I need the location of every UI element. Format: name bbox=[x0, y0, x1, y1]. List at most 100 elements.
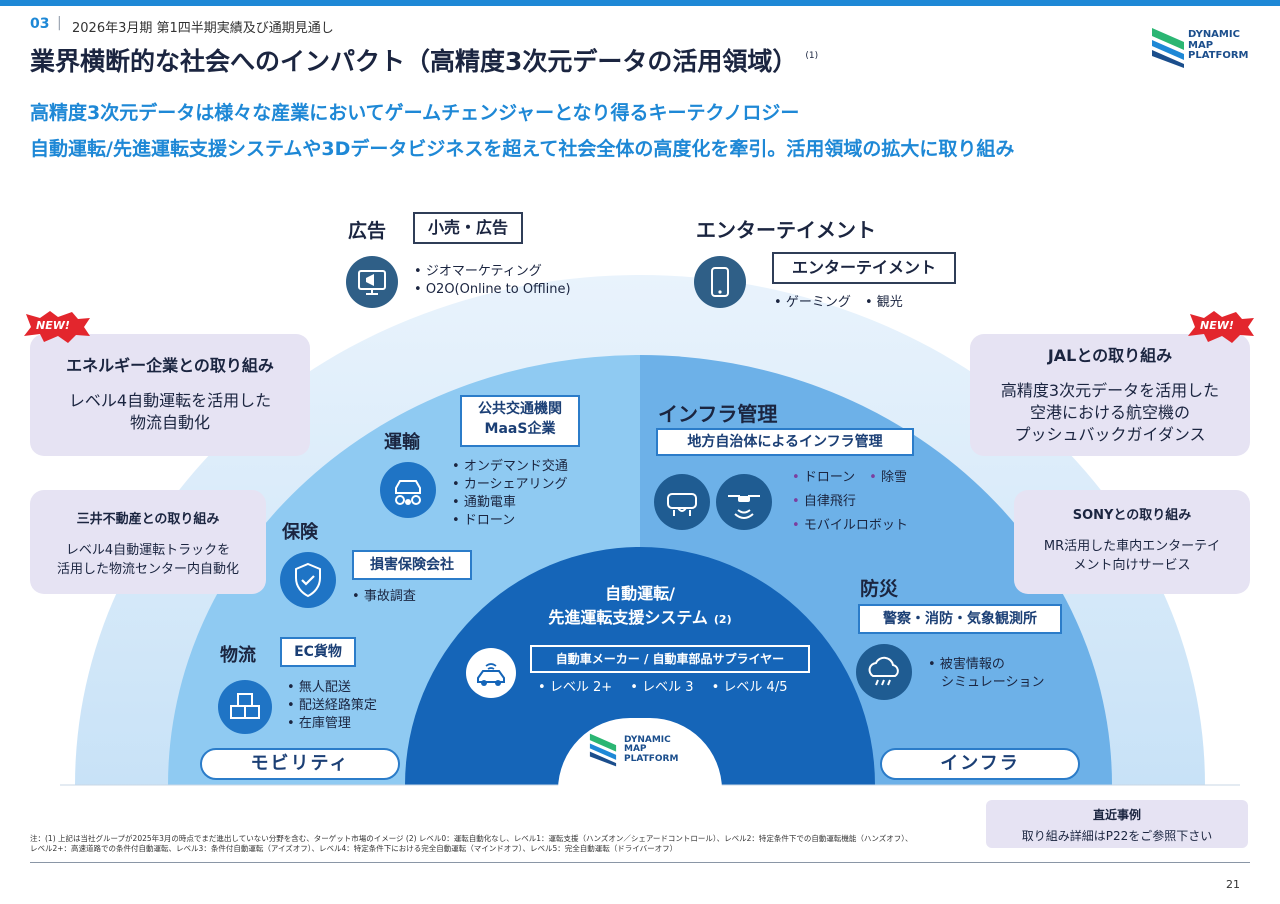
list-item: • ドローン bbox=[792, 470, 856, 485]
core-title-line-2: 先進運転支援システム(2) bbox=[548, 608, 732, 627]
company-logo: DYNAMIC MAP PLATFORM bbox=[1150, 26, 1270, 72]
new-badge-left: NEW! bbox=[22, 310, 92, 344]
recent-text: 取り組み詳細はP22をご参照下さい bbox=[1021, 829, 1213, 843]
impact-diagram bbox=[60, 275, 1240, 786]
logo-line-1: DYNAMIC bbox=[1188, 29, 1240, 40]
list-item: • カーシェアリング bbox=[452, 477, 568, 492]
list-item: • 自律飛行 bbox=[792, 494, 856, 509]
storm-cloud-icon bbox=[856, 644, 912, 700]
energy-card-line-2: 物流自動化 bbox=[129, 413, 210, 432]
disaster-heading: 防災 bbox=[860, 578, 899, 600]
car-sharing-icon bbox=[380, 462, 436, 518]
transport-heading: 運輸 bbox=[384, 432, 420, 453]
energy-card-line-1: レベル4自動運転を活用した bbox=[68, 391, 272, 410]
logistics-tag: EC貨物 bbox=[280, 637, 356, 667]
section-number: 03 bbox=[30, 16, 50, 32]
vr-headset-icon bbox=[654, 474, 710, 530]
core-title: 自動運転/ 先進運転支援システム(2) bbox=[470, 582, 810, 632]
core-logo-line-2: MAP bbox=[624, 744, 647, 755]
list-item: • 在庫管理 bbox=[287, 716, 351, 731]
ent-list: • ゲーミング • 観光 bbox=[774, 294, 903, 312]
list-item: • 無人配送 bbox=[287, 680, 351, 695]
smartphone-icon bbox=[694, 256, 746, 308]
list-item: • ドローン bbox=[452, 513, 516, 528]
page-title-text: 業界横断的な社会へのインパクト（高精度3次元データの活用領域） bbox=[30, 47, 798, 76]
lead-line-2: 自動運転/先進運転支援システムや3Dデータビジネスを超えて社会全体の高度化を牽引… bbox=[30, 138, 1015, 160]
transport-tag: 公共交通機関 MaaS企業 bbox=[460, 395, 580, 447]
core-logo-line-1: DYNAMIC bbox=[624, 735, 671, 745]
list-item: • モバイルロボット bbox=[792, 518, 908, 533]
disaster-list: • 被害情報の シミュレーション bbox=[928, 656, 1044, 692]
core-title-line-1: 自動運転/ bbox=[605, 584, 675, 603]
mitsui-card-line-2: 活用した物流センター内自動化 bbox=[56, 562, 239, 577]
energy-card: エネルギー企業との取り組み レベル4自動運転を活用した 物流自動化 bbox=[30, 334, 310, 456]
list-item: • 観光 bbox=[864, 295, 903, 310]
logo-line-2: MAP bbox=[1188, 39, 1214, 51]
core-logo-line-3: PLATFORM bbox=[624, 753, 679, 764]
list-item: • 通勤電車 bbox=[452, 495, 516, 510]
sony-card: SONYとの取り組み MR活用した車内エンターテイ メント向けサービス bbox=[1014, 490, 1250, 594]
footnote-line-1: 注：(1) 上記は当社グループが2025年3月の時点でまだ進出していない分野を含… bbox=[30, 834, 913, 843]
energy-card-title: エネルギー企業との取り組み bbox=[66, 356, 274, 375]
list-item: シミュレーション bbox=[941, 675, 1045, 690]
jal-card-line-3: プッシュバックガイダンス bbox=[1014, 425, 1206, 444]
transport-list: • オンデマンド交通 • カーシェアリング • 通勤電車 • ドローン bbox=[452, 458, 568, 530]
disaster-tag: 警察・消防・気象観測所 bbox=[858, 604, 1062, 634]
infra-mgmt-list: • ドローン • 除雪 • 自律飛行 • モバイルロボット bbox=[792, 466, 908, 538]
top-accent-bar bbox=[0, 0, 1280, 6]
list-item: • O2O(Online to Offline) bbox=[414, 282, 571, 297]
sony-card-line-1: MR活用した車内エンターテイ bbox=[1043, 539, 1221, 554]
list-item: • 除雪 bbox=[869, 470, 907, 485]
recent-title: 直近事例 bbox=[1092, 808, 1141, 822]
new-badge-right: NEW! bbox=[1186, 310, 1256, 344]
list-item: • 配送経路策定 bbox=[287, 698, 377, 713]
mobility-pill: モビリティ bbox=[200, 748, 400, 780]
lead-line-1: 高精度3次元データは様々な産業においてゲームチェンジャーとなり得るキーテクノロジ… bbox=[30, 102, 800, 124]
title-footnote-mark: (1) bbox=[805, 51, 819, 61]
logo-line-3: PLATFORM bbox=[1188, 50, 1249, 61]
drone-icon bbox=[716, 474, 772, 530]
footnote: 注：(1) 上記は当社グループが2025年3月の時点でまだ進出していない分野を含… bbox=[30, 834, 913, 854]
autonomous-car-icon bbox=[466, 648, 516, 698]
boxes-icon bbox=[218, 680, 272, 734]
jal-card: JALとの取り組み 高精度3次元データを活用した 空港における航空機の プッシュ… bbox=[970, 334, 1250, 456]
core-arc bbox=[405, 547, 875, 785]
ad-list: • ジオマーケティング • O2O(Online to Offline) bbox=[414, 263, 571, 299]
page-number: 21 bbox=[1226, 878, 1240, 891]
list-item: • ゲーミング bbox=[774, 295, 851, 310]
insurance-tag: 損害保険会社 bbox=[352, 550, 472, 580]
jal-card-line-1: 高精度3次元データを活用した bbox=[1000, 381, 1220, 400]
list-item: • レベル 3 bbox=[630, 680, 694, 695]
section-separator: | bbox=[57, 15, 62, 31]
mitsui-card: 三井不動産との取り組み レベル4自動運転トラックを 活用した物流センター内自動化 bbox=[30, 490, 266, 594]
list-item: • オンデマンド交通 bbox=[452, 459, 568, 474]
section-label: 2026年3月期 第1四半期実績及び通期見通し bbox=[72, 21, 334, 36]
jal-card-title: JALとの取り組み bbox=[1047, 346, 1173, 365]
logo-mark-icon bbox=[589, 733, 617, 767]
ent-heading: エンターテイメント bbox=[696, 218, 876, 242]
shield-icon bbox=[280, 552, 336, 608]
sony-card-line-2: メント向けサービス bbox=[1073, 558, 1191, 573]
jal-card-line-2: 空港における航空機の bbox=[1029, 403, 1190, 422]
infra-pill: インフラ bbox=[880, 748, 1080, 780]
list-item: • レベル 4/5 bbox=[711, 680, 788, 695]
insurance-heading: 保険 bbox=[282, 522, 318, 543]
ad-heading: 広告 bbox=[348, 220, 387, 242]
list-item: • ジオマーケティング bbox=[414, 264, 542, 279]
mitsui-card-line-1: レベル4自動運転トラックを bbox=[65, 543, 231, 558]
ad-tag: 小売・広告 bbox=[413, 212, 523, 244]
logo-mark-icon bbox=[1152, 28, 1184, 68]
list-item: • 被害情報の bbox=[928, 657, 1005, 672]
infra-mgmt-tag: 地方自治体によるインフラ管理 bbox=[656, 428, 914, 456]
insurance-list: • 事故調査 bbox=[352, 588, 416, 606]
footer-divider bbox=[30, 862, 1250, 863]
ent-tag: エンターテイメント bbox=[772, 252, 956, 284]
core-levels: • レベル 2+ • レベル 3 • レベル 4/5 bbox=[538, 676, 787, 695]
mitsui-card-title: 三井不動産との取り組み bbox=[76, 512, 220, 527]
page-title: 業界横断的な社会へのインパクト（高精度3次元データの活用領域） (1) bbox=[30, 42, 818, 78]
recent-example-box: 直近事例 取り組み詳細はP22をご参照下さい bbox=[986, 800, 1248, 848]
sony-card-title: SONYとの取り組み bbox=[1072, 508, 1192, 523]
footnote-line-2: レベル2+：高速道路での条件付自動運転、レベル3：条件付自動運転（アイズオフ）、… bbox=[30, 844, 678, 853]
list-item: • 事故調査 bbox=[352, 589, 416, 604]
infra-mgmt-heading: インフラ管理 bbox=[658, 402, 778, 426]
